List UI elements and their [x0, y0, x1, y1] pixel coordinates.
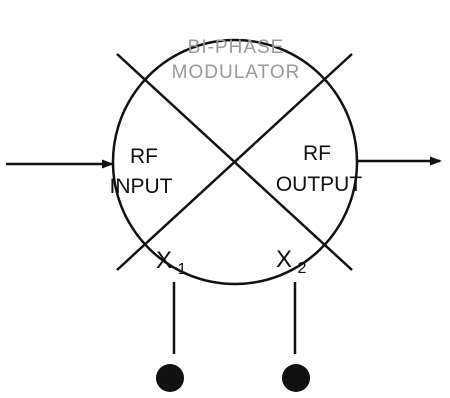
label-rf-output-line1: RF	[303, 142, 331, 165]
output-arrowhead	[430, 156, 442, 166]
x2-terminal-dot	[282, 364, 310, 392]
label-biphase: BI-PHASE	[188, 37, 285, 58]
label-x1: X	[156, 247, 172, 274]
label-rf-input-line1: RF	[130, 145, 158, 168]
x1-terminal-dot	[156, 364, 184, 392]
label-modulator: MODULATOR	[172, 62, 301, 83]
modulator-circle	[111, 38, 359, 286]
divider-line-right-diagonal	[116, 53, 353, 271]
input-arrowhead	[102, 159, 114, 169]
label-x2-subscript: 2	[298, 260, 307, 277]
label-x1-subscript: 1	[178, 261, 187, 278]
label-x2: X	[276, 246, 292, 273]
label-rf-input-line2: INPUT	[110, 175, 173, 198]
label-rf-output-line2: OUTPUT	[276, 173, 363, 196]
